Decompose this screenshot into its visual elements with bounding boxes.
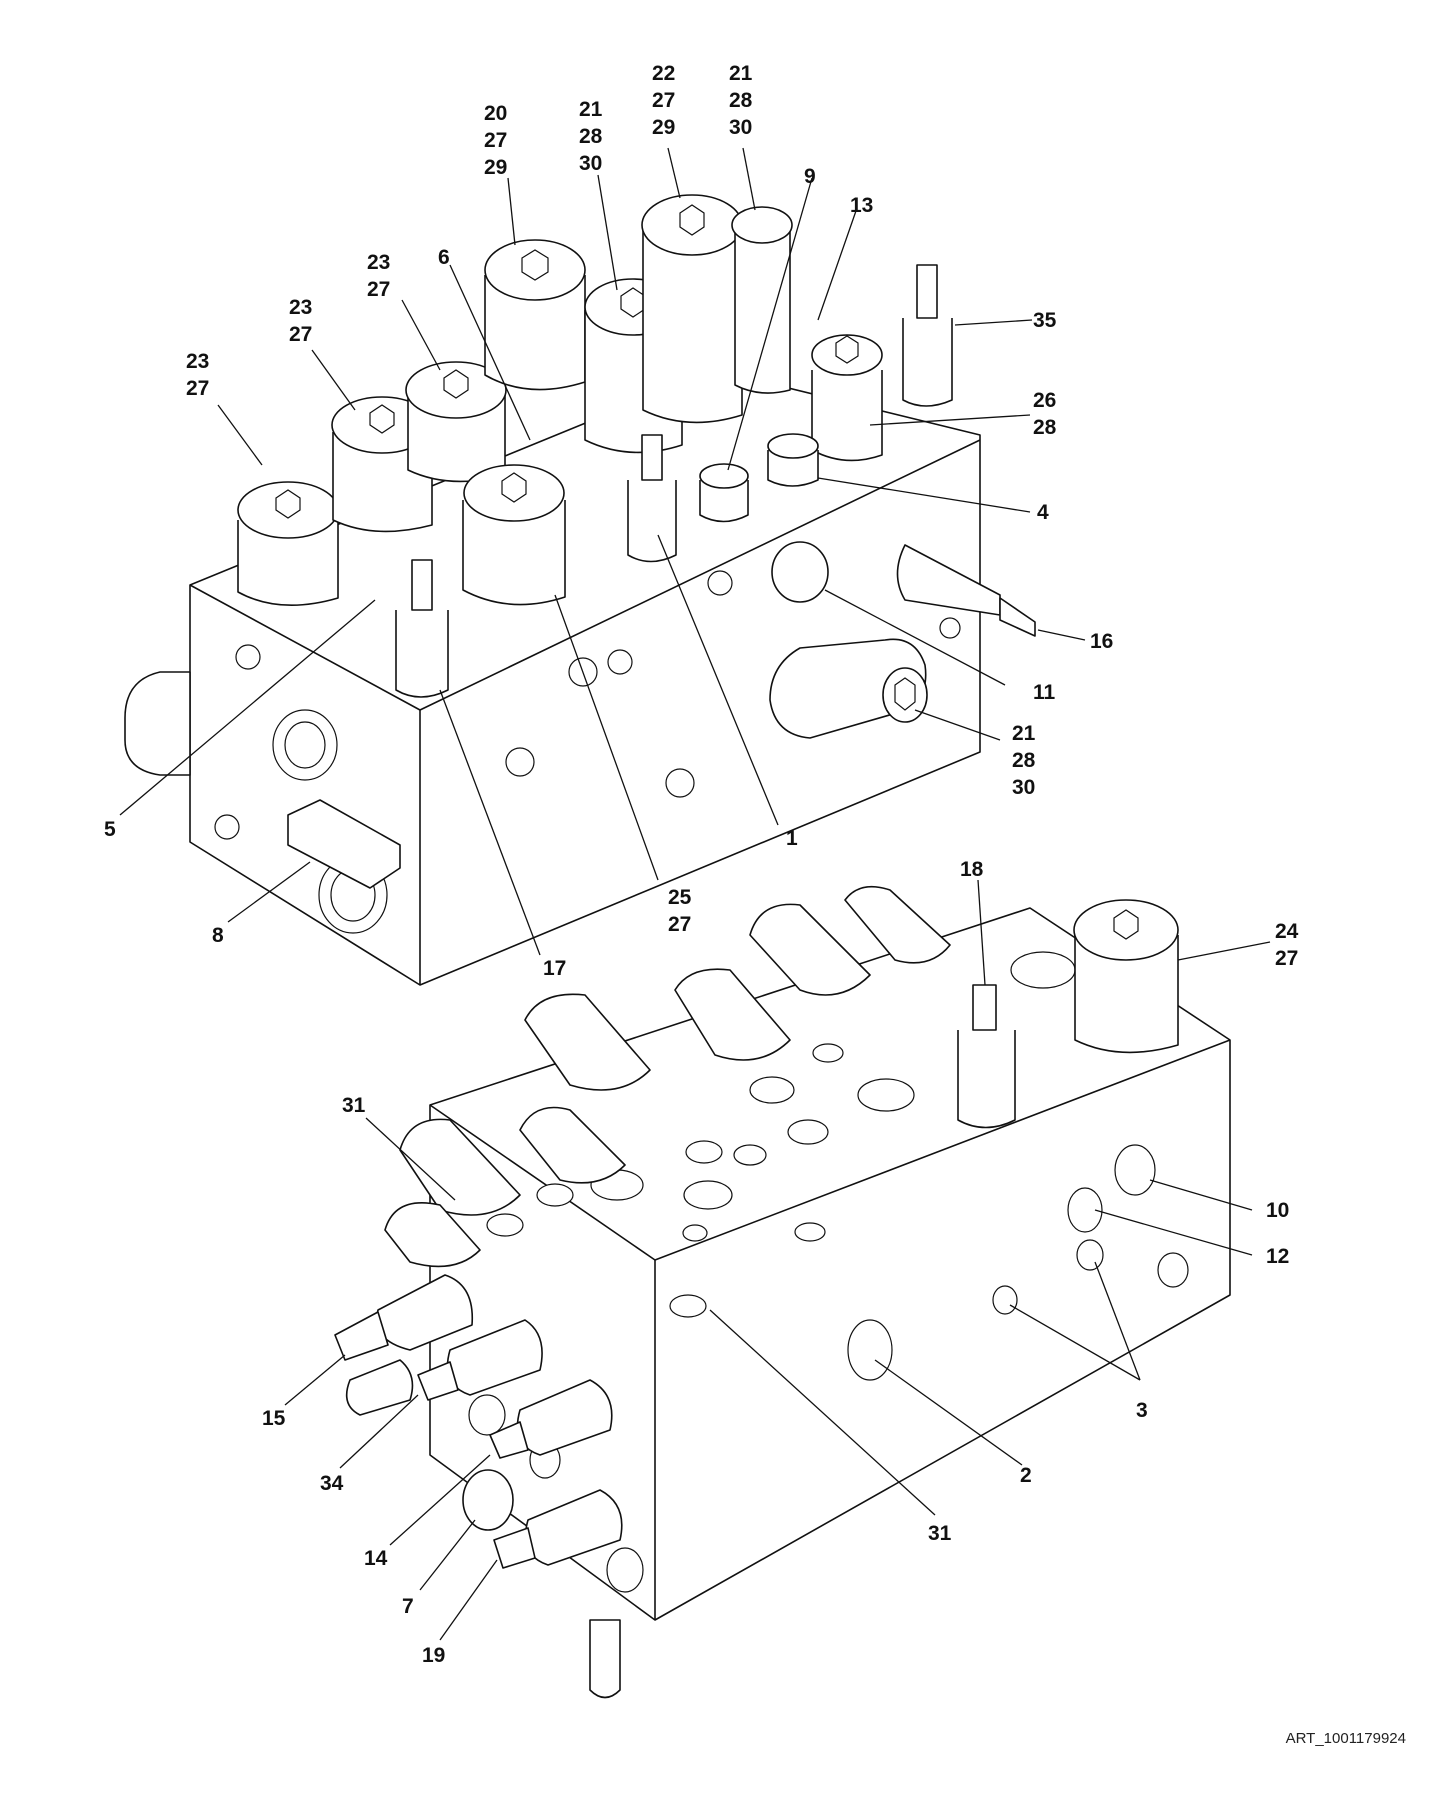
callout-23-27-a: 23 27 — [186, 348, 209, 402]
callout-31-b: 31 — [928, 1520, 951, 1547]
callout-20-27-29: 20 27 29 — [484, 100, 507, 181]
callout-line: 23 — [367, 251, 391, 274]
callout-line: 13 — [850, 194, 874, 217]
callout-31-a: 31 — [342, 1092, 365, 1119]
callout-12: 12 — [1266, 1243, 1289, 1270]
callout-line: 31 — [342, 1094, 366, 1117]
callout-line: 1 — [786, 827, 798, 850]
callout-7: 7 — [402, 1593, 414, 1620]
callout-line: 28 — [1012, 749, 1036, 772]
callout-line: 24 — [1275, 920, 1299, 943]
callout-24-27: 24 27 — [1275, 918, 1298, 972]
callout-line: 28 — [1033, 416, 1057, 439]
callout-11: 11 — [1033, 679, 1055, 706]
callout-23-27-b: 23 27 — [289, 294, 312, 348]
callout-line: 34 — [320, 1472, 344, 1495]
callout-19: 19 — [422, 1642, 445, 1669]
callout-line: 22 — [652, 62, 676, 85]
callout-15: 15 — [262, 1405, 285, 1432]
callout-34: 34 — [320, 1470, 343, 1497]
callout-line: 7 — [402, 1595, 414, 1618]
callout-line: 8 — [212, 924, 224, 947]
callout-line: 30 — [729, 116, 753, 139]
callout-line: 11 — [1033, 681, 1056, 704]
callout-line: 6 — [438, 246, 450, 269]
callout-line: 27 — [652, 89, 676, 112]
callout-line: 21 — [579, 98, 603, 121]
callout-line: 27 — [289, 323, 313, 346]
callout-line: 14 — [364, 1547, 388, 1570]
callout-10: 10 — [1266, 1197, 1289, 1224]
callout-line: 27 — [367, 278, 391, 301]
callout-23-27-c: 23 27 — [367, 249, 390, 303]
callout-line: 2 — [1020, 1464, 1032, 1487]
callout-35: 35 — [1033, 307, 1056, 334]
callout-line: 4 — [1037, 501, 1049, 524]
callout-line: 17 — [543, 957, 567, 980]
callout-line: 27 — [484, 129, 508, 152]
callout-line: 18 — [960, 858, 984, 881]
callout-line: 30 — [579, 152, 603, 175]
leader-lines — [119, 147, 1271, 1641]
callout-line: 29 — [652, 116, 676, 139]
callout-22-27-29: 22 27 29 — [652, 60, 675, 141]
callout-line: 27 — [186, 377, 210, 400]
callout-line: 28 — [729, 89, 753, 112]
callout-17: 17 — [543, 955, 566, 982]
callout-line: 26 — [1033, 389, 1057, 412]
lower-solenoids-and-cartridges — [334, 885, 1179, 1699]
callout-line: 15 — [262, 1407, 286, 1430]
callout-line: 27 — [1275, 947, 1299, 970]
callout-line: 10 — [1266, 1199, 1290, 1222]
upper-cartridges — [395, 264, 1036, 698]
callout-2: 2 — [1020, 1462, 1032, 1489]
callout-line: 27 — [668, 913, 692, 936]
callout-line: 20 — [484, 102, 508, 125]
callout-line: 12 — [1266, 1245, 1290, 1268]
callout-line: 28 — [579, 125, 603, 148]
callout-line: 21 — [729, 62, 753, 85]
callout-line: 31 — [928, 1522, 952, 1545]
callout-5: 5 — [104, 816, 116, 843]
callout-6: 6 — [438, 244, 450, 271]
callout-21-28-30-b: 21 28 30 — [729, 60, 752, 141]
art-id-label: ART_1001179924 — [1285, 1730, 1406, 1747]
callout-9: 9 — [804, 163, 816, 190]
callout-8: 8 — [212, 922, 224, 949]
callout-1: 1 — [786, 825, 798, 852]
callout-line: 21 — [1012, 722, 1036, 745]
callout-3: 3 — [1136, 1397, 1148, 1424]
callout-21-28-30-c: 21 28 30 — [1012, 720, 1035, 801]
callout-line: 19 — [422, 1644, 446, 1667]
callout-16: 16 — [1090, 628, 1113, 655]
callout-line: 5 — [104, 818, 116, 841]
callout-13: 13 — [850, 192, 873, 219]
callout-18: 18 — [960, 856, 983, 883]
callout-line: 35 — [1033, 309, 1057, 332]
callout-line: 23 — [289, 296, 313, 319]
callout-25-27: 25 27 — [668, 884, 691, 938]
callout-line: 3 — [1136, 1399, 1148, 1422]
callout-4: 4 — [1037, 499, 1049, 526]
callout-14: 14 — [364, 1545, 387, 1572]
callout-line: 16 — [1090, 630, 1114, 653]
callout-line: 30 — [1012, 776, 1036, 799]
upper-solenoid-coils — [237, 194, 928, 739]
callout-21-28-30-a: 21 28 30 — [579, 96, 602, 177]
callout-line: 25 — [668, 886, 692, 909]
callout-line: 9 — [804, 165, 816, 188]
callout-line: 29 — [484, 156, 508, 179]
callout-line: 23 — [186, 350, 210, 373]
callout-26-28: 26 28 — [1033, 387, 1056, 441]
